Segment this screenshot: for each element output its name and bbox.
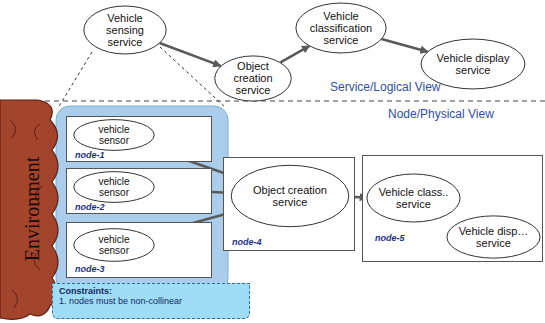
service-ellipse: vehicle sensor xyxy=(73,119,155,151)
node-label: node-1 xyxy=(75,150,105,160)
service-name: Vehicle classification service xyxy=(307,10,375,46)
service-ellipse: Vehicle sensing service xyxy=(83,5,167,55)
service-ellipse: vehicle sensor xyxy=(73,171,155,203)
view-divider xyxy=(0,101,545,102)
node-box: node-3 vehicle sensor xyxy=(66,222,212,278)
node-box: node-5 Vehicle class.. serviceVehicle dis… xyxy=(362,155,543,262)
service-ellipse: Vehicle disp… service xyxy=(446,215,541,259)
service-name: Vehicle sensing service xyxy=(94,12,156,48)
node-label: node-4 xyxy=(232,237,262,247)
mapping-line xyxy=(58,52,92,108)
service-ellipse: Vehicle class.. service xyxy=(366,173,461,223)
constraint-item: 1. nodes must be non-collinear xyxy=(59,297,243,307)
environment-label: Environment xyxy=(21,157,43,261)
service-ellipse: Object creation service xyxy=(230,164,350,228)
service-name: vehicle sensor xyxy=(84,176,145,198)
node-box: node-2 vehicle sensor xyxy=(66,168,212,214)
node-label: node-5 xyxy=(375,233,405,243)
constraints-box: Constraints:1. nodes must be non-colline… xyxy=(52,283,250,319)
node-box: node-4 Object creation service xyxy=(223,157,355,251)
node-label: node-3 xyxy=(75,264,105,274)
service-name: Vehicle class.. service xyxy=(379,186,449,210)
service-name: Object creation service xyxy=(246,184,335,208)
flow-arrow xyxy=(381,39,427,52)
service-name: Vehicle disp… service xyxy=(459,225,529,249)
view-label: Node/Physical View xyxy=(388,107,494,121)
constraints-heading: Constraints: xyxy=(59,287,243,297)
service-name: Object creation service xyxy=(224,60,282,96)
service-name: vehicle sensor xyxy=(84,234,145,256)
node-box: node-1 vehicle sensor xyxy=(66,116,212,162)
service-name: vehicle sensor xyxy=(84,124,145,146)
service-ellipse: Object creation service xyxy=(214,55,292,102)
view-label: Service/Logical View xyxy=(330,80,441,94)
service-name: Vehicle display service xyxy=(434,52,512,76)
service-ellipse: vehicle sensor xyxy=(73,228,155,262)
service-ellipse: Vehicle classification service xyxy=(295,2,387,54)
flow-arrow xyxy=(281,46,310,63)
node-label: node-2 xyxy=(75,202,105,212)
flow-arrow xyxy=(160,43,221,66)
node-group-region xyxy=(56,106,228,292)
